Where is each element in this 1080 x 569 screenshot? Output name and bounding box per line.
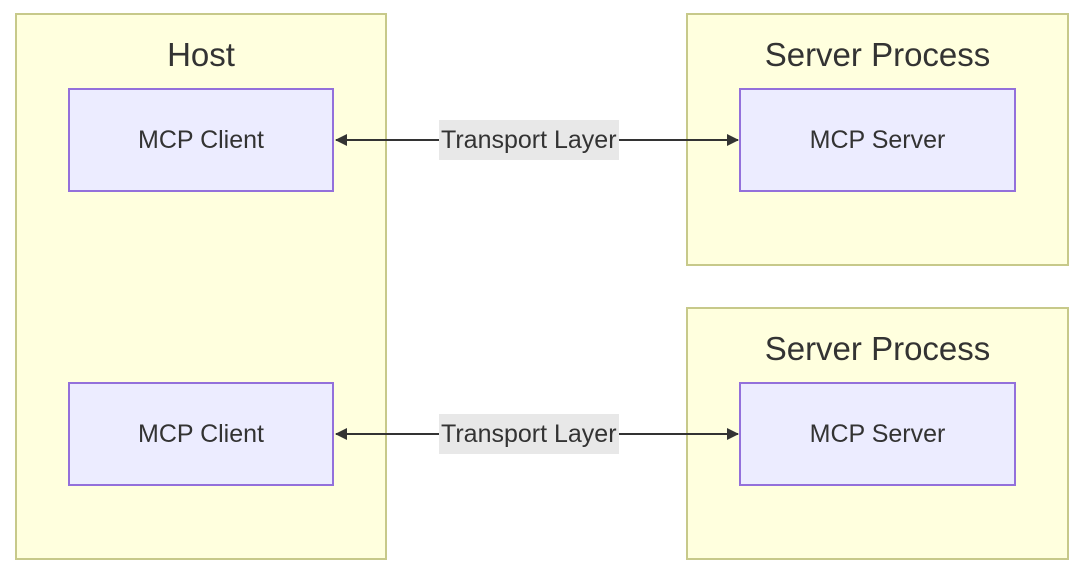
server-process-title-2: Server Process [764,330,991,367]
mcp-client-node-1[interactable]: MCP Client [68,88,334,192]
mcp-server-node-1[interactable]: MCP Server [739,88,1016,192]
edge-label-1: Transport Layer [439,120,619,160]
edge-label-2: Transport Layer [439,414,619,454]
host-title: Host [167,36,235,73]
mcp-server-node-2[interactable]: MCP Server [739,382,1016,486]
mcp-client-node-2[interactable]: MCP Client [68,382,334,486]
server-process-title-1: Server Process [764,36,991,73]
